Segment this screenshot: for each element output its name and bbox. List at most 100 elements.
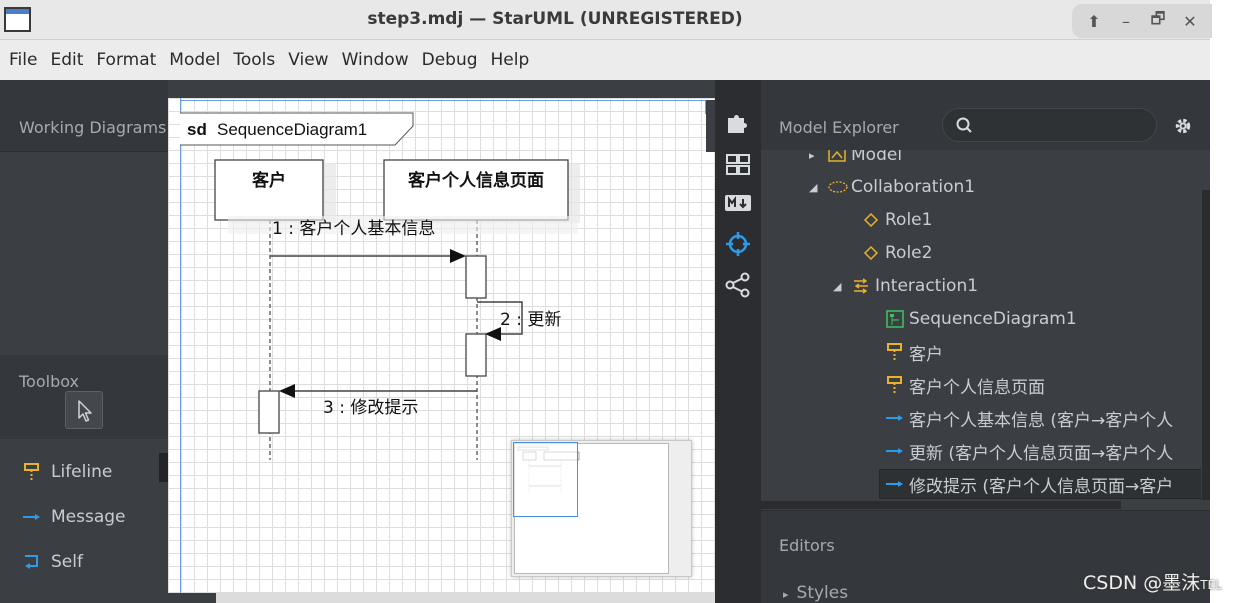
share-button[interactable] xyxy=(723,270,753,300)
tree-item-sequence-diagram[interactable]: SequenceDiagram1 xyxy=(885,304,1077,334)
tree-label: 修改提示 (客户个人信息页面→客户 xyxy=(909,476,1174,497)
tree-label: Interaction1 xyxy=(875,276,979,296)
lifeline-name: 客户个人信息页面 xyxy=(407,170,544,191)
message-label: 3 : 修改提示 xyxy=(323,398,418,418)
tree-label: 客户个人信息页面 xyxy=(909,377,1045,398)
lifeline-customer[interactable]: 客户 xyxy=(214,159,336,460)
markdown-icon xyxy=(725,195,751,211)
tree-label: Model xyxy=(851,150,903,165)
tree-horizontal-scrollbar[interactable] xyxy=(761,501,1121,509)
tree-item-model[interactable]: ▸ Model xyxy=(809,150,902,170)
menu-edit[interactable]: Edit xyxy=(50,50,84,70)
canvas-horizontal-scrollbar-thumb[interactable] xyxy=(168,593,216,603)
menu-file[interactable]: File xyxy=(9,50,38,70)
lifeline-name: 客户 xyxy=(251,170,286,191)
styles-label: Styles xyxy=(796,583,849,603)
diagram-grid-button[interactable] xyxy=(723,149,753,179)
watermark-text: CSDN @墨沫 xyxy=(1083,572,1201,594)
tree-vertical-scrollbar[interactable] xyxy=(1202,190,1210,500)
activation-bar[interactable] xyxy=(465,333,487,377)
model-search-input[interactable] xyxy=(942,108,1157,142)
tree-item-message-1[interactable]: 客户个人基本信息 (客户→客户个人 xyxy=(885,403,1173,433)
role-icon xyxy=(861,243,881,263)
watermark: CSDN @墨沫TEL xyxy=(1083,568,1222,595)
left-sidebar: Working Diagrams Toolbox Lifeline Messag… xyxy=(0,80,168,603)
pointer-tool-button[interactable] xyxy=(65,391,103,429)
tool-message[interactable]: Message xyxy=(22,502,162,532)
tree-label: Role2 xyxy=(885,243,933,263)
tree-item-message-2[interactable]: 更新 (客户个人信息页面→客户个人 xyxy=(885,436,1173,466)
tree-item-message-3[interactable]: 修改提示 (客户个人信息页面→客户 xyxy=(879,469,1201,499)
menu-tools[interactable]: Tools xyxy=(233,50,276,70)
tree-item-role2[interactable]: Role2 xyxy=(861,238,932,268)
canvas-vertical-scrollbar[interactable] xyxy=(706,100,715,152)
menu-format[interactable]: Format xyxy=(96,50,157,70)
message-label: 2 : 更新 xyxy=(500,310,561,330)
lifeline-info-page[interactable]: 客户个人信息页面 xyxy=(383,159,580,460)
diagram-minimap[interactable] xyxy=(511,440,692,577)
navigator-button[interactable] xyxy=(723,229,753,259)
frame-tab[interactable]: sd SequenceDiagram1 xyxy=(180,112,414,146)
frame-keyword: sd xyxy=(187,120,207,139)
window-controls: ⬆ – 🗗 ✕ xyxy=(1072,4,1212,38)
menu-help[interactable]: Help xyxy=(490,50,530,70)
minimize-icon[interactable]: – xyxy=(1122,11,1130,31)
extensions-button[interactable] xyxy=(723,108,753,138)
toolbox-label: Toolbox xyxy=(19,372,79,391)
cursor-icon xyxy=(78,400,92,422)
working-diagrams-header[interactable]: Working Diagrams xyxy=(0,80,168,152)
message-icon xyxy=(885,408,905,428)
tool-label: Lifeline xyxy=(51,462,113,482)
role-icon xyxy=(861,210,881,230)
crosshair-icon xyxy=(726,232,750,256)
shade-icon[interactable]: ⬆ xyxy=(1087,11,1101,31)
tool-selected-marker xyxy=(159,453,168,482)
lifeline-icon xyxy=(885,375,905,395)
editors-panel: Editors ▸Styles xyxy=(761,510,1210,603)
model-icon xyxy=(827,150,847,165)
search-icon xyxy=(956,117,972,133)
tool-lifeline[interactable]: Lifeline xyxy=(22,457,162,487)
tree-toggle[interactable]: ◢ xyxy=(833,279,842,293)
activation-bar[interactable] xyxy=(465,255,487,299)
sequence-diagram[interactable]: sd SequenceDiagram1 客户 客户个人信息页面 1 : 客户个人… xyxy=(168,98,715,593)
menu-debug[interactable]: Debug xyxy=(421,50,478,70)
canvas-left-ruler xyxy=(168,98,181,593)
tree-label: Collaboration1 xyxy=(851,177,976,197)
message-3[interactable]: 3 : 修改提示 xyxy=(279,384,477,418)
tree-label: 更新 (客户个人信息页面→客户个人 xyxy=(909,443,1174,464)
tree-item-lifeline-customer[interactable]: 客户 xyxy=(885,337,943,367)
gear-icon[interactable] xyxy=(1173,116,1193,136)
app-icon xyxy=(4,7,31,32)
toolbox-header[interactable]: Toolbox xyxy=(0,355,168,439)
message-1[interactable]: 1 : 客户个人基本信息 xyxy=(228,216,578,263)
message-icon xyxy=(22,507,42,527)
close-icon[interactable]: ✕ xyxy=(1183,11,1197,31)
activation-bar[interactable] xyxy=(258,390,280,434)
self-message-icon xyxy=(22,552,42,572)
markdown-button[interactable] xyxy=(723,188,753,218)
tool-self[interactable]: Self xyxy=(22,547,162,577)
message-2[interactable]: 2 : 更新 xyxy=(477,301,561,341)
interaction-icon xyxy=(851,276,871,296)
styles-section[interactable]: ▸Styles xyxy=(783,583,848,603)
lifeline-icon xyxy=(22,462,42,482)
tree-label: Role1 xyxy=(885,210,933,230)
menu-window[interactable]: Window xyxy=(341,50,409,70)
tree-item-role1[interactable]: Role1 xyxy=(861,205,932,235)
minimap-viewport[interactable] xyxy=(513,442,578,517)
tree-item-lifeline-info-page[interactable]: 客户个人信息页面 xyxy=(885,370,1045,400)
window-title: step3.mdj — StarUML (UNREGISTERED) xyxy=(367,9,743,29)
tree-item-collaboration[interactable]: ◢ Collaboration1 xyxy=(809,172,975,202)
menu-model[interactable]: Model xyxy=(169,50,221,70)
frame-name: SequenceDiagram1 xyxy=(217,120,367,139)
menu-view[interactable]: View xyxy=(288,50,329,70)
collaboration-icon xyxy=(827,177,848,197)
sequence-diagram-icon xyxy=(885,309,905,329)
tree-toggle[interactable]: ▸ xyxy=(809,150,815,162)
tree-item-interaction[interactable]: ◢ Interaction1 xyxy=(833,271,978,301)
canvas-horizontal-scrollbar[interactable] xyxy=(168,593,715,603)
restore-icon[interactable]: 🗗 xyxy=(1150,8,1166,28)
tree-toggle[interactable]: ◢ xyxy=(809,180,818,194)
title-bar: step3.mdj — StarUML (UNREGISTERED) ⬆ – 🗗… xyxy=(0,0,1212,40)
